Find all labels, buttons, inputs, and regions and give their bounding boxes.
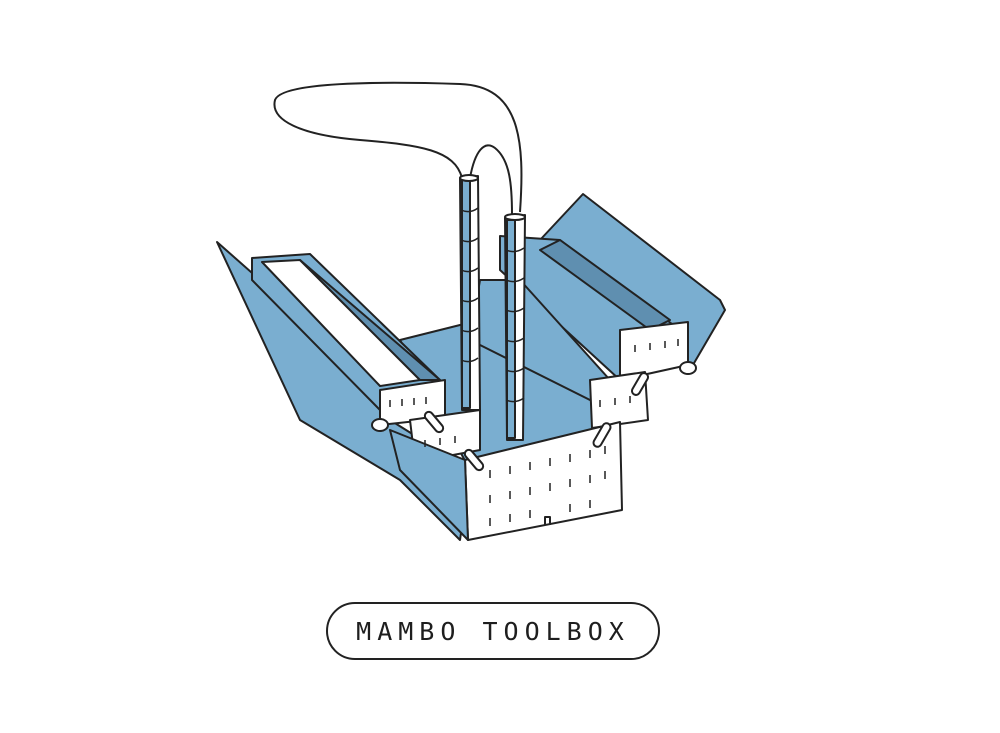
toolbox-label-pill: MAMBO TOOLBOX <box>326 602 660 660</box>
toolbox-label: MAMBO TOOLBOX <box>356 616 630 646</box>
smoke-line <box>273 81 523 213</box>
box-side <box>389 429 469 541</box>
